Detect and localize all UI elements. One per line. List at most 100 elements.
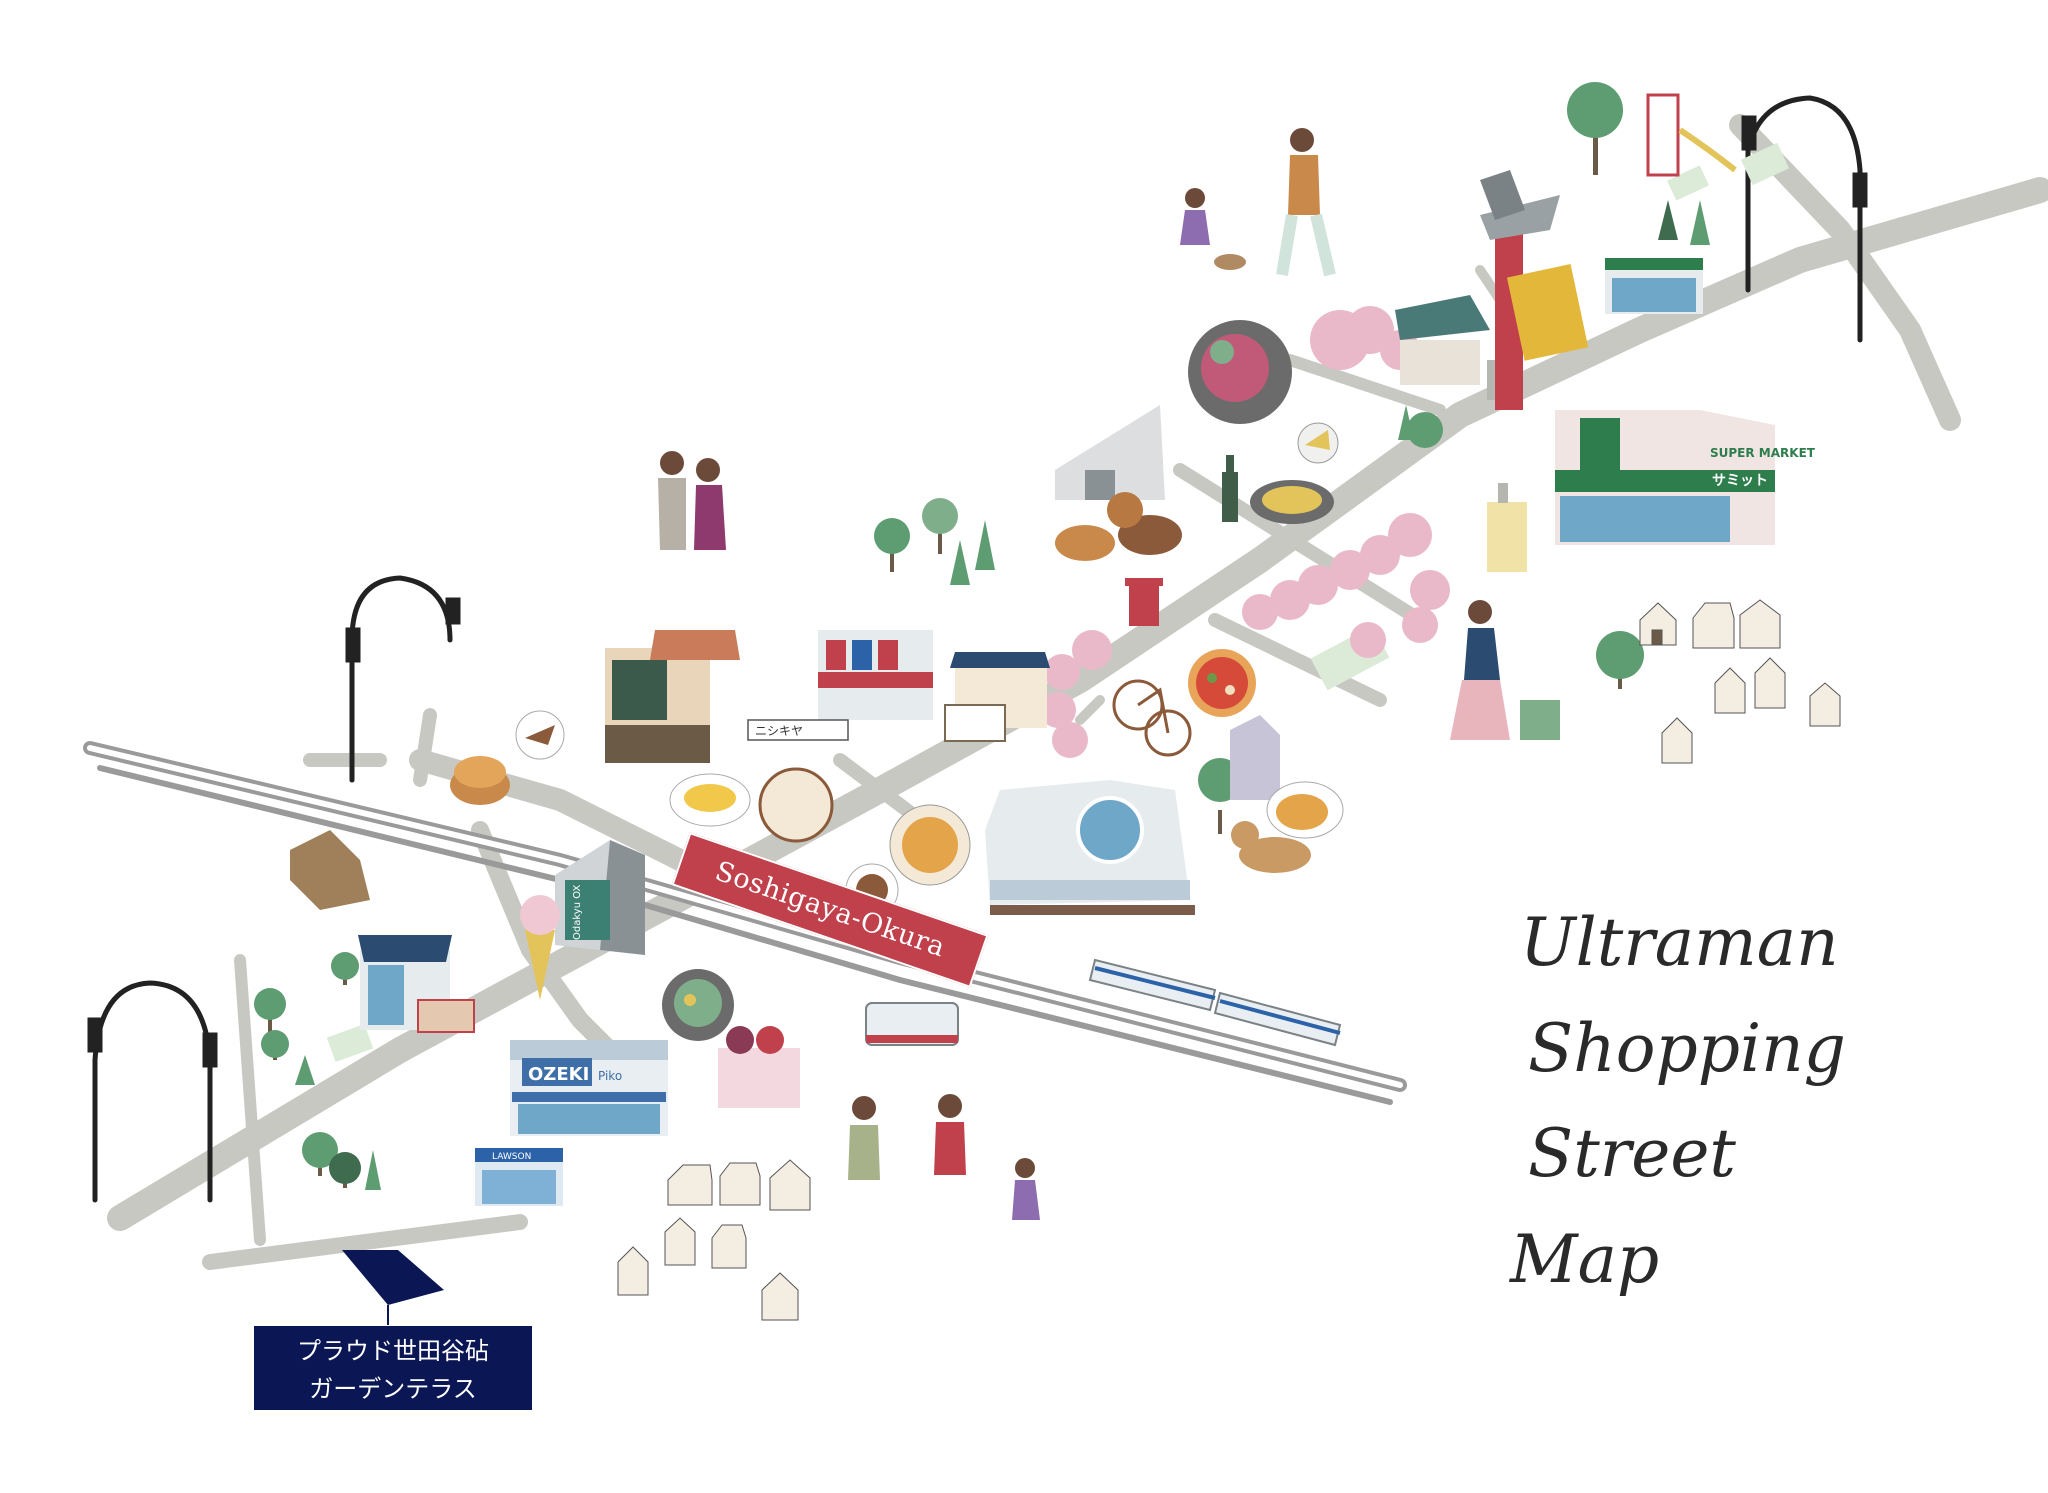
tree	[1596, 631, 1644, 689]
tree	[331, 952, 359, 985]
pasta-plate	[1250, 480, 1334, 524]
sweets-shop-sign: ニシキヤ	[747, 719, 849, 741]
house	[1639, 602, 1677, 646]
wine-bottle	[1222, 455, 1238, 522]
north-road-3	[1284, 354, 1446, 416]
tree	[1690, 200, 1710, 245]
south-road-2	[202, 1214, 528, 1270]
title-line-3: Map	[1510, 1220, 1660, 1298]
sakura-tree	[1052, 722, 1088, 758]
sandwich-plate	[417, 999, 475, 1033]
house	[1754, 657, 1786, 709]
playground	[1646, 93, 1737, 177]
shrine	[1395, 295, 1509, 400]
sakura-tree	[1270, 580, 1310, 620]
tree	[975, 520, 995, 570]
summit-name: サミット	[1712, 473, 1768, 489]
ultraman-banner	[1506, 264, 1589, 361]
south-road	[234, 954, 266, 1246]
woman-walking-dog	[1276, 128, 1336, 277]
rail-track-inner	[87, 745, 1403, 1088]
ramen-bowl	[889, 804, 971, 886]
summit-supermarket: SUPER MARKET サミット	[1555, 410, 1816, 545]
tree	[950, 540, 970, 585]
odakyu-sign: Odakyu OX	[572, 885, 583, 940]
tree	[922, 498, 958, 554]
ozeki-supermarket: OZEKI Piko	[510, 1040, 668, 1136]
food-illustrations	[290, 320, 1527, 1108]
summit-sign: SUPER MARKET	[1710, 446, 1816, 460]
child-with-parent	[1012, 1158, 1040, 1220]
sakura-tree	[1040, 692, 1076, 728]
tree	[874, 518, 910, 572]
branch-road-1	[1173, 463, 1427, 627]
vehicles	[865, 958, 1342, 1047]
ultraman-arches	[87, 95, 1868, 1203]
tree	[261, 1030, 289, 1060]
house	[1714, 667, 1746, 714]
north-road	[1729, 114, 1961, 431]
railway	[83, 741, 1407, 1105]
ozeki-logo: OZEKI	[528, 1064, 589, 1085]
park-lawn	[326, 1023, 374, 1063]
tree	[1398, 405, 1414, 440]
post-box	[1125, 578, 1163, 626]
house	[1809, 682, 1841, 727]
japanese-sweets-shop	[944, 652, 1050, 742]
tree	[254, 988, 286, 1035]
title-line-2: Shopping Street	[1528, 1009, 1846, 1193]
sakura-tree	[1350, 622, 1386, 658]
tree	[295, 1055, 315, 1085]
sakura-tree	[1388, 513, 1432, 557]
property-label[interactable]: プラウド世田谷砧 ガーデンテラス	[254, 1326, 532, 1410]
property-name-line-2: ガーデンテラス	[309, 1375, 477, 1403]
sakura-tree	[1360, 535, 1400, 575]
buildings: Odakyu OX OZEKI Piko LAWSON SUPER MARKET…	[358, 170, 1816, 1206]
ice-cream-cone	[520, 895, 560, 1000]
house	[1692, 602, 1735, 649]
sandwich-shop	[358, 935, 452, 1030]
sakura-tree	[1242, 594, 1278, 630]
woman-with-stroller	[1450, 600, 1560, 740]
croissant-bread	[1055, 492, 1182, 561]
child-walking	[1180, 188, 1210, 245]
branch-road-3	[833, 753, 927, 827]
odakyu-ox-store: Odakyu OX	[555, 840, 645, 955]
tree	[1567, 82, 1623, 175]
map-title: Ultraman Shopping Street Map	[1510, 890, 2020, 1312]
cafe-building	[605, 630, 740, 763]
sweets-shop-label: ニシキヤ	[755, 724, 803, 738]
sakura-tree	[1402, 607, 1438, 643]
lawson-convenience-store: LAWSON	[475, 1148, 563, 1206]
small-dog	[1214, 254, 1246, 270]
park-lawn	[1667, 165, 1709, 201]
church-road	[1075, 695, 1105, 725]
curry-plate	[1266, 781, 1344, 839]
ultraman-arch-south	[87, 980, 218, 1203]
title-line-1: Ultraman	[1520, 904, 1839, 981]
tree	[302, 1132, 338, 1176]
modern-house	[1055, 405, 1165, 500]
tree	[329, 1152, 361, 1188]
park-lawn	[1740, 142, 1790, 186]
sakura-trees	[1040, 306, 1450, 758]
couple-walking	[848, 1094, 966, 1180]
corner-store	[1605, 258, 1703, 314]
pizza	[1188, 649, 1256, 717]
houses	[617, 599, 1841, 1321]
restaurant-building	[818, 630, 933, 720]
ultraman-monument	[1480, 170, 1589, 410]
branch-road-2	[1208, 613, 1387, 707]
house	[719, 1162, 761, 1206]
salad-bowl	[662, 969, 734, 1041]
house	[761, 1272, 799, 1321]
ozeki-sub: Piko	[598, 1069, 622, 1083]
salad-plate	[1188, 320, 1292, 424]
house	[711, 1224, 747, 1269]
rail-track-2	[97, 765, 1393, 1105]
loaf-bread	[290, 830, 370, 910]
ultraman-arch-west	[345, 575, 461, 783]
tree	[365, 1150, 381, 1190]
lawson-sign: LAWSON	[492, 1152, 531, 1162]
